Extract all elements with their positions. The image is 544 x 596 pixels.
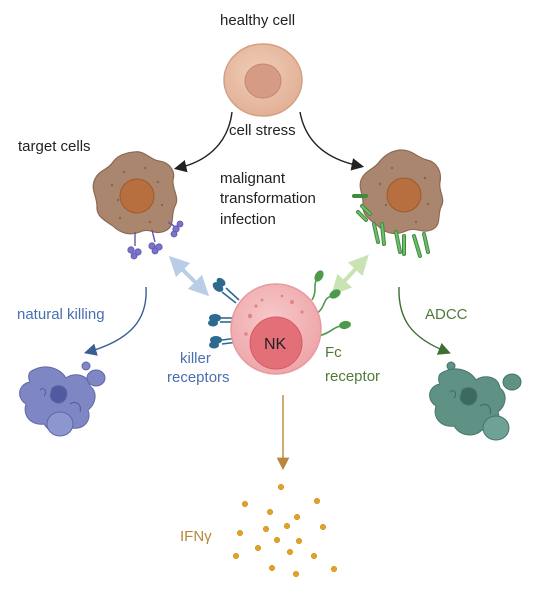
stress-cause-transformation: transformation (220, 190, 316, 207)
stress-cause-malignant: malignant (220, 170, 286, 187)
healthy-cell (223, 43, 303, 117)
cell-stress-arrow-right (299, 111, 365, 171)
adcc-arrow (398, 286, 451, 355)
fc-receptor-label: receptor (325, 368, 381, 385)
stress-cause-infection: infection (220, 211, 276, 228)
healthy-cell-label: healthy cell (220, 12, 296, 29)
ifng-label: IFNγ (180, 528, 212, 545)
ifng-dots (232, 483, 338, 578)
adcc-label: ADCC (425, 306, 468, 323)
nk-cell (208, 270, 351, 375)
target-cell-right (352, 149, 444, 258)
killer-label: killer (180, 350, 211, 367)
cell-stress-label: cell stress (229, 122, 296, 139)
nk-label: NK (264, 336, 287, 353)
cell-stress-arrow-left (173, 111, 233, 173)
double-arrow-right (331, 254, 369, 296)
apoptotic-cell-left (19, 361, 106, 437)
receptors-label: receptors (167, 369, 230, 386)
double-arrow-left (168, 255, 210, 297)
fc-label: Fc (325, 344, 342, 361)
apoptotic-cell-right (429, 361, 522, 441)
natural-killing-label: natural killing (17, 306, 105, 323)
natural-killing-arrow (83, 286, 147, 356)
target-cell-left (92, 151, 184, 260)
target-cells-label: target cells (18, 138, 91, 155)
